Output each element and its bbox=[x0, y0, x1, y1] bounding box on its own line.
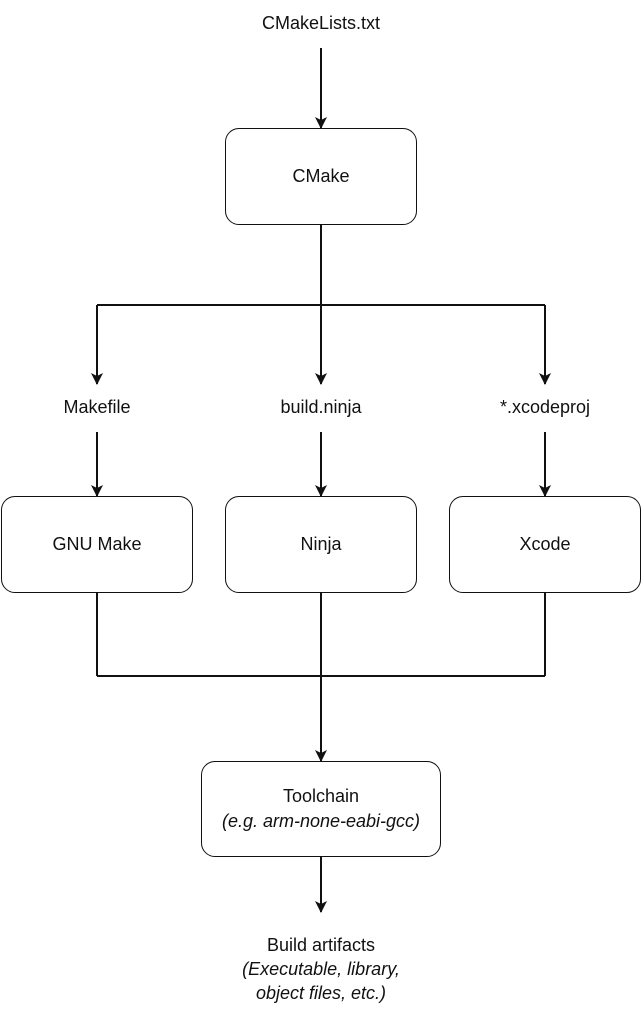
toolchain-example: (e.g. arm-none-eabi-gcc) bbox=[221, 811, 421, 831]
build-artifacts-detail-line-2: object files, etc.) bbox=[255, 983, 387, 1003]
xcode-box: Xcode bbox=[449, 496, 641, 593]
build-artifacts-title: Build artifacts bbox=[266, 935, 376, 955]
xcode-label: Xcode bbox=[519, 534, 571, 554]
build-ninja-label: build.ninja bbox=[280, 397, 362, 417]
makefile-label: Makefile bbox=[63, 397, 131, 417]
ninja-label: Ninja bbox=[300, 534, 342, 554]
build-artifacts-detail-line-1: (Executable, library, bbox=[242, 959, 400, 979]
gnu-make-box: GNU Make bbox=[1, 496, 193, 593]
cmake-box: CMake bbox=[225, 128, 417, 225]
toolchain-box: Toolchain (e.g. arm-none-eabi-gcc) bbox=[201, 761, 441, 857]
build-artifacts-label: Build artifacts (Executable, library, ob… bbox=[181, 933, 461, 1005]
xcodeproj-label: *.xcodeproj bbox=[499, 397, 591, 417]
source-file-label: CMakeLists.txt bbox=[261, 13, 381, 33]
ninja-box: Ninja bbox=[225, 496, 417, 593]
cmake-label: CMake bbox=[292, 166, 350, 186]
gnu-make-label: GNU Make bbox=[52, 534, 142, 554]
toolchain-title: Toolchain bbox=[282, 786, 360, 806]
